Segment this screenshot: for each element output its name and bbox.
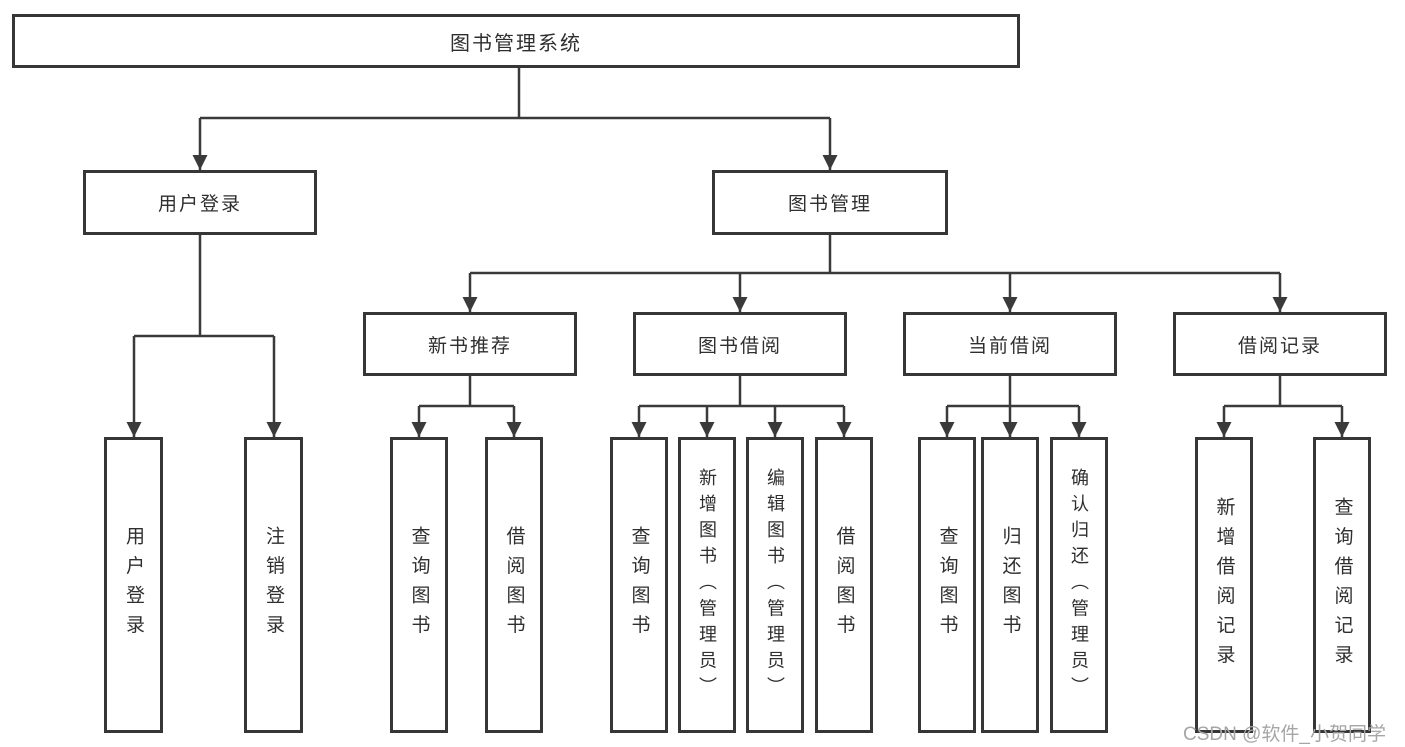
node-book-management: 图书管理 bbox=[712, 170, 948, 235]
leaf-label: 新增图书（管理员） bbox=[697, 467, 717, 703]
leaf-borrowing-borrow-books: 借阅图书 bbox=[815, 437, 873, 733]
node-label: 图书管理 bbox=[787, 194, 872, 215]
leaf-label: 确认归还（管理员） bbox=[1069, 467, 1089, 703]
node-label: 新书推荐 bbox=[427, 335, 512, 357]
leaf-borrowing-edit-books-admin: 编辑图书（管理员） bbox=[746, 437, 804, 733]
leaf-label: 借阅图书 bbox=[833, 526, 855, 644]
leaf-label: 注销登录 bbox=[263, 526, 284, 644]
csdn-watermark: CSDN @软件_小贺同学 bbox=[1183, 724, 1386, 745]
leaf-current-confirm-return-admin: 确认归还（管理员） bbox=[1050, 437, 1108, 733]
leaf-logout: 注销登录 bbox=[244, 437, 303, 733]
node-new-book-recommend: 新书推荐 bbox=[363, 312, 577, 376]
leaf-label: 查询图书 bbox=[936, 526, 958, 644]
leaf-recommend-query-books: 查询图书 bbox=[390, 437, 448, 733]
leaf-recommend-borrow-books: 借阅图书 bbox=[485, 437, 543, 733]
leaf-label: 借阅图书 bbox=[503, 526, 525, 644]
leaf-borrowing-add-books-admin: 新增图书（管理员） bbox=[678, 437, 736, 733]
node-user-login: 用户登录 bbox=[83, 170, 317, 235]
leaf-label: 查询图书 bbox=[628, 526, 650, 644]
leaf-label: 编辑图书（管理员） bbox=[765, 467, 785, 703]
node-system-root: 图书管理系统 bbox=[12, 14, 1020, 68]
node-label: 借阅记录 bbox=[1237, 335, 1322, 357]
leaf-label: 新增借阅记录 bbox=[1213, 496, 1235, 674]
node-label: 图书借阅 bbox=[697, 335, 782, 357]
leaf-records-query-record: 查询借阅记录 bbox=[1313, 437, 1371, 733]
node-book-borrowing: 图书借阅 bbox=[633, 312, 847, 376]
leaf-user-login: 用户登录 bbox=[104, 437, 163, 733]
leaf-label: 归还图书 bbox=[999, 526, 1021, 644]
node-label: 图书管理系统 bbox=[450, 32, 582, 55]
leaf-current-return-books: 归还图书 bbox=[981, 437, 1039, 733]
leaf-current-query-books: 查询图书 bbox=[918, 437, 976, 733]
node-current-borrowing: 当前借阅 bbox=[903, 312, 1117, 376]
leaf-records-add-record: 新增借阅记录 bbox=[1195, 437, 1253, 733]
leaf-label: 查询图书 bbox=[408, 526, 430, 644]
node-borrowing-records: 借阅记录 bbox=[1173, 312, 1387, 376]
leaf-label: 用户登录 bbox=[123, 526, 144, 644]
node-label: 当前借阅 bbox=[967, 335, 1052, 357]
node-label: 用户登录 bbox=[157, 194, 242, 215]
leaf-label: 查询借阅记录 bbox=[1331, 496, 1353, 674]
leaf-borrowing-query-books: 查询图书 bbox=[610, 437, 668, 733]
